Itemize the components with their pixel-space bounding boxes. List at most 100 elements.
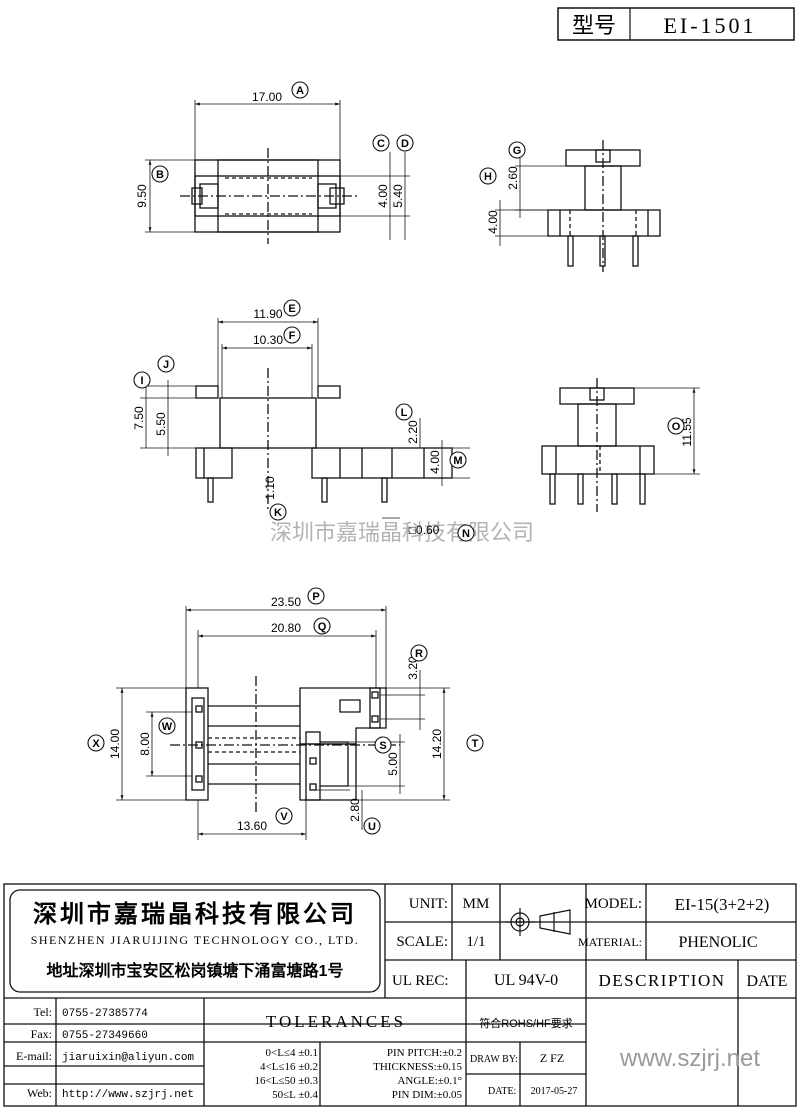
side-view-right bbox=[541, 378, 700, 512]
fax-value: 0755-27349660 bbox=[62, 1030, 148, 1042]
dim-value-r: 3.20 bbox=[406, 656, 420, 680]
title-block-text: 深圳市嘉瑞晶科技有限公司 SHENZHEN JIARUIJING TECHNOL… bbox=[16, 895, 787, 1101]
website-big: www.szjrj.net bbox=[619, 1045, 760, 1072]
dim-value-k: 1.10 bbox=[263, 476, 277, 500]
dim-letter-m: M bbox=[449, 451, 467, 469]
dim-letter-x: X bbox=[87, 734, 105, 752]
svg-text:Q: Q bbox=[318, 621, 327, 633]
bottom-view bbox=[116, 606, 450, 840]
dim-value-h: 4.00 bbox=[486, 210, 500, 234]
svg-text:I: I bbox=[140, 375, 143, 387]
date-label: DATE: bbox=[488, 1086, 516, 1097]
side-view-small bbox=[495, 140, 661, 272]
dim-letter-l: L bbox=[395, 403, 413, 421]
svg-text:M: M bbox=[453, 455, 462, 467]
date-value: 2017-05-27 bbox=[531, 1086, 578, 1097]
dim-value-q: 20.80 bbox=[271, 621, 301, 635]
dim-value-b: 9.50 bbox=[135, 184, 149, 208]
scale-label: SCALE: bbox=[396, 934, 448, 950]
dim-value-j: 5.50 bbox=[154, 412, 168, 436]
pin-tolerance-lines: PIN PITCH:±0.2THICKNESS:±0.15ANGLE:±0.1°… bbox=[373, 1047, 462, 1101]
dim-value-u: 2.80 bbox=[348, 798, 362, 822]
front-view bbox=[140, 318, 470, 519]
svg-text:U: U bbox=[368, 821, 376, 833]
projection-symbol-icon bbox=[505, 908, 571, 936]
dim-value-w: 8.00 bbox=[138, 732, 152, 756]
tel-value: 0755-27385774 bbox=[62, 1008, 148, 1020]
dim-letter-o: O bbox=[667, 417, 685, 435]
dim-value-e: 11.90 bbox=[253, 307, 282, 321]
dim-letter-c: C bbox=[372, 134, 390, 152]
unit-label: UNIT: bbox=[409, 896, 448, 912]
model-label: MODEL: bbox=[585, 896, 643, 912]
dim-letter-k: K bbox=[269, 503, 287, 521]
dim-letter-w: W bbox=[158, 717, 176, 735]
dim-value-l: 2.20 bbox=[406, 420, 420, 444]
tolerance-lines: 0<L≤4 ±0.1 4<L≤16 ±0.2 16<L≤50 ±0.3 50≤L ±0… bbox=[255, 1047, 319, 1101]
svg-text:O: O bbox=[672, 421, 681, 433]
svg-text:A: A bbox=[296, 85, 304, 97]
svg-text:H: H bbox=[484, 171, 492, 183]
company-name-en: SHENZHEN JIARUIJING TECHNOLOGY CO., LTD. bbox=[31, 933, 360, 947]
dim-letter-q: Q bbox=[313, 617, 331, 635]
model-box-label: 型号 bbox=[572, 13, 616, 38]
dim-value-v: 13.60 bbox=[237, 819, 267, 833]
draw-by-label: DRAW BY: bbox=[470, 1054, 518, 1065]
model-box: 型号 EI-1501 bbox=[557, 7, 795, 41]
company-name-cn: 深圳市嘉瑞晶科技有限公司 bbox=[33, 900, 357, 928]
dim-value-t: 14.20 bbox=[430, 729, 444, 759]
svg-text:J: J bbox=[163, 359, 169, 371]
company-address: 地址深圳市宝安区松岗镇塘下涌富塘路1号 bbox=[47, 961, 344, 980]
dim-value-s: 5.00 bbox=[386, 752, 400, 776]
svg-text:R: R bbox=[415, 648, 423, 660]
title-block bbox=[3, 883, 797, 1107]
svg-text:C: C bbox=[377, 138, 385, 150]
dim-value-i: 7.50 bbox=[132, 406, 146, 430]
rohs-note: 符合ROHS/HF要求 bbox=[479, 1016, 573, 1030]
draw-by-value: Z FZ bbox=[540, 1051, 564, 1065]
dim-letter-r: R bbox=[410, 644, 428, 662]
dim-value-m: 4.00 bbox=[428, 450, 442, 474]
dim-value-n: □0.60 bbox=[409, 523, 440, 537]
svg-text:N: N bbox=[462, 528, 470, 540]
dim-value-g: 2.60 bbox=[506, 166, 520, 190]
svg-text:L: L bbox=[401, 407, 408, 419]
dim-letter-n: N bbox=[457, 524, 475, 542]
model-box-value: EI-1501 bbox=[663, 13, 756, 38]
dim-value-p: 23.50 bbox=[271, 595, 301, 609]
date-header: DATE bbox=[747, 973, 788, 990]
scale-value: 1/1 bbox=[466, 934, 485, 950]
dim-letter-h: H bbox=[479, 167, 497, 185]
tolerance-line: 16<L≤50 ±0.3 bbox=[255, 1075, 319, 1087]
dim-letter-j: J bbox=[157, 355, 175, 373]
dim-letter-p: P bbox=[307, 587, 325, 605]
pin-tolerance-line: ANGLE:±0.1° bbox=[397, 1075, 462, 1087]
svg-text:W: W bbox=[162, 721, 173, 733]
dim-letter-g: G bbox=[508, 141, 526, 159]
watermark: 深圳市嘉瑞晶科技有限公司 bbox=[270, 521, 534, 546]
svg-text:F: F bbox=[289, 330, 296, 342]
svg-text:S: S bbox=[379, 740, 386, 752]
svg-text:T: T bbox=[472, 738, 479, 750]
email-value: jiaruixin@aliyun.com bbox=[62, 1052, 194, 1064]
fax-label: Fax: bbox=[31, 1027, 52, 1041]
tolerance-line: 50≤L ±0.4 bbox=[272, 1089, 318, 1101]
svg-text:P: P bbox=[312, 591, 319, 603]
tolerance-line: 4<L≤16 ±0.2 bbox=[260, 1061, 318, 1073]
svg-text:E: E bbox=[288, 303, 295, 315]
pin-tolerance-line: THICKNESS:±0.15 bbox=[373, 1061, 462, 1073]
dim-letter-s: S bbox=[374, 736, 392, 754]
svg-text:B: B bbox=[156, 169, 164, 181]
dim-letter-a: A bbox=[291, 81, 309, 99]
model-value: EI-15(3+2+2) bbox=[675, 895, 770, 914]
dim-letter-b: B bbox=[151, 165, 169, 183]
unit-value: MM bbox=[463, 896, 490, 912]
dim-value-x: 14.00 bbox=[108, 729, 122, 759]
dim-letter-e: E bbox=[283, 299, 301, 317]
tolerance-line: 0<L≤4 ±0.1 bbox=[266, 1047, 319, 1059]
dim-letter-i: I bbox=[133, 371, 151, 389]
dim-value-d: 5.40 bbox=[391, 184, 405, 208]
description-label: DESCRIPTION bbox=[598, 971, 725, 990]
